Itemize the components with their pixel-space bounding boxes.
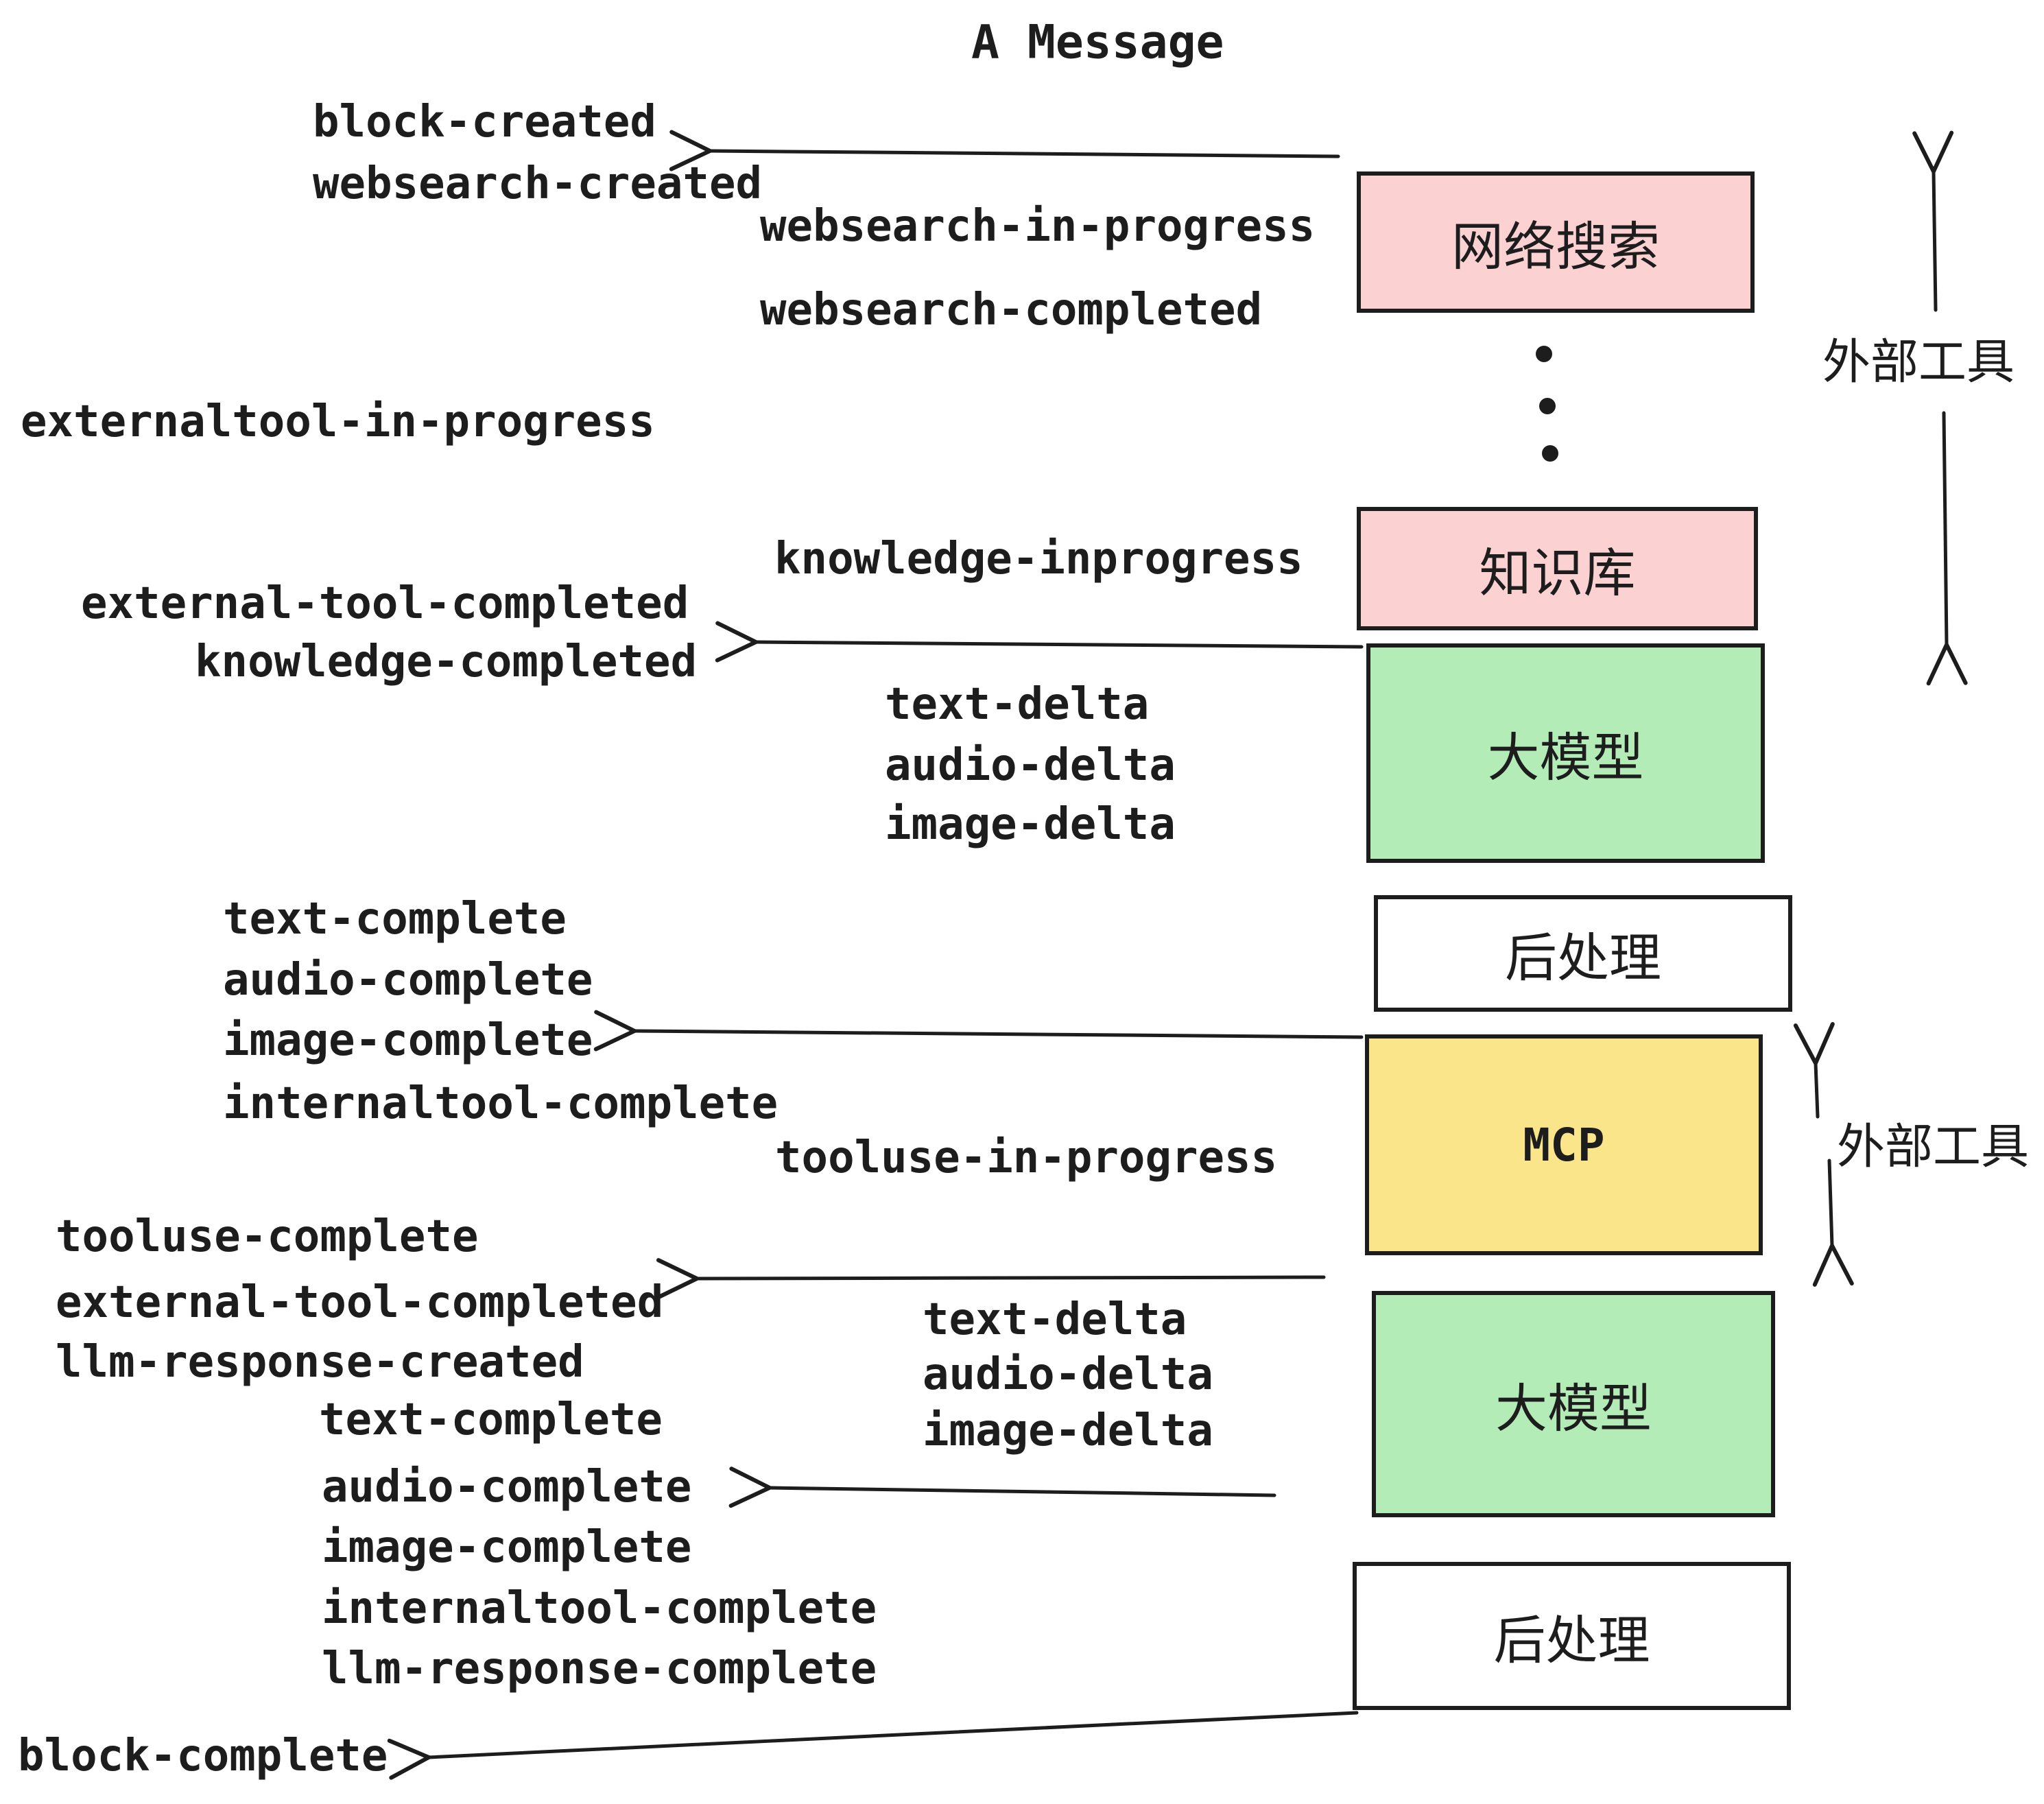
label-external-tool-completed-2: external-tool-completed	[56, 1277, 664, 1328]
box-llm-2: 大模型	[1372, 1291, 1775, 1517]
label-external-tools-mid: 外部工具	[1837, 1119, 2029, 1174]
label-externaltool-in-progress: externaltool-in-progress	[21, 396, 655, 447]
box-llm-1: 大模型	[1366, 643, 1765, 863]
label-internaltool-complete-1: internaltool-complete	[223, 1078, 779, 1129]
label-audio-complete-2: audio-complete	[322, 1462, 692, 1512]
label-image-complete-2: image-complete	[322, 1522, 692, 1573]
box-mcp: MCP	[1365, 1034, 1763, 1255]
box-postprocess-2-label: 后处理	[1493, 1612, 1650, 1670]
label-tooluse-in-progress: tooluse-in-progress	[775, 1132, 1278, 1183]
arrow-to-tooluse-complete	[697, 1277, 1326, 1279]
label-text-delta-2: text-delta	[923, 1294, 1187, 1345]
ellipsis-dot-1	[1536, 346, 1552, 362]
label-image-delta-1: image-delta	[885, 799, 1176, 850]
label-external-tools-top: 外部工具	[1822, 335, 2015, 389]
label-audio-complete-1: audio-complete	[223, 955, 593, 1006]
box-mcp-label: MCP	[1523, 1118, 1605, 1172]
box-postprocess-2: 后处理	[1353, 1562, 1791, 1710]
label-knowledge-inprogress: knowledge-inprogress	[774, 534, 1303, 584]
label-llm-response-complete: llm-response-complete	[322, 1643, 877, 1694]
label-block-complete: block-complete	[18, 1731, 388, 1781]
arrow-external-tools-mid-down	[1829, 1159, 1832, 1246]
label-image-delta-2: image-delta	[923, 1405, 1213, 1456]
box-knowledge-label: 知识库	[1479, 545, 1636, 603]
arrow-to-block-created	[710, 151, 1340, 156]
arrow-to-block-complete	[429, 1711, 1359, 1757]
label-text-complete-2: text-complete	[319, 1394, 663, 1445]
box-websearch-label: 网络搜索	[1451, 218, 1660, 276]
box-llm-1-label: 大模型	[1487, 729, 1644, 787]
ellipsis-dot-2	[1539, 398, 1556, 414]
box-postprocess-1: 后处理	[1374, 895, 1792, 1012]
label-internaltool-complete-2: internaltool-complete	[322, 1583, 877, 1634]
ellipsis-dot-3	[1542, 445, 1558, 462]
arrow-external-tools-mid-up	[1816, 1063, 1818, 1119]
diagram-title: A Message	[971, 15, 1224, 70]
arrow-external-tools-top-down	[1944, 411, 1947, 645]
label-llm-response-created: llm-response-created	[56, 1337, 584, 1388]
box-websearch: 网络搜索	[1357, 171, 1755, 313]
arrow-external-tools-top-up	[1934, 171, 1936, 312]
arrow-to-image-complete	[634, 1031, 1364, 1037]
label-block-created: block-created	[313, 97, 656, 147]
label-websearch-created: websearch-created	[313, 158, 763, 209]
label-text-delta-1: text-delta	[885, 679, 1150, 730]
label-websearch-completed: websearch-completed	[760, 285, 1263, 335]
label-image-complete-1: image-complete	[223, 1015, 593, 1066]
box-postprocess-1-label: 后处理	[1505, 929, 1661, 988]
ellipsis-dots	[1536, 346, 1558, 462]
arrow-to-audio-complete	[770, 1488, 1276, 1495]
box-knowledge: 知识库	[1357, 507, 1758, 630]
label-websearch-in-progress: websearch-in-progress	[760, 201, 1316, 252]
label-tooluse-complete: tooluse-complete	[56, 1211, 479, 1262]
label-audio-delta-1: audio-delta	[885, 740, 1176, 791]
label-text-complete-1: text-complete	[223, 894, 567, 945]
label-external-tool-completed: external-tool-completed	[81, 578, 689, 629]
label-knowledge-completed: knowledge-completed	[195, 637, 698, 687]
box-llm-2-label: 大模型	[1495, 1380, 1652, 1438]
label-audio-delta-2: audio-delta	[923, 1349, 1213, 1400]
arrow-to-knowledge-completed	[756, 642, 1364, 647]
